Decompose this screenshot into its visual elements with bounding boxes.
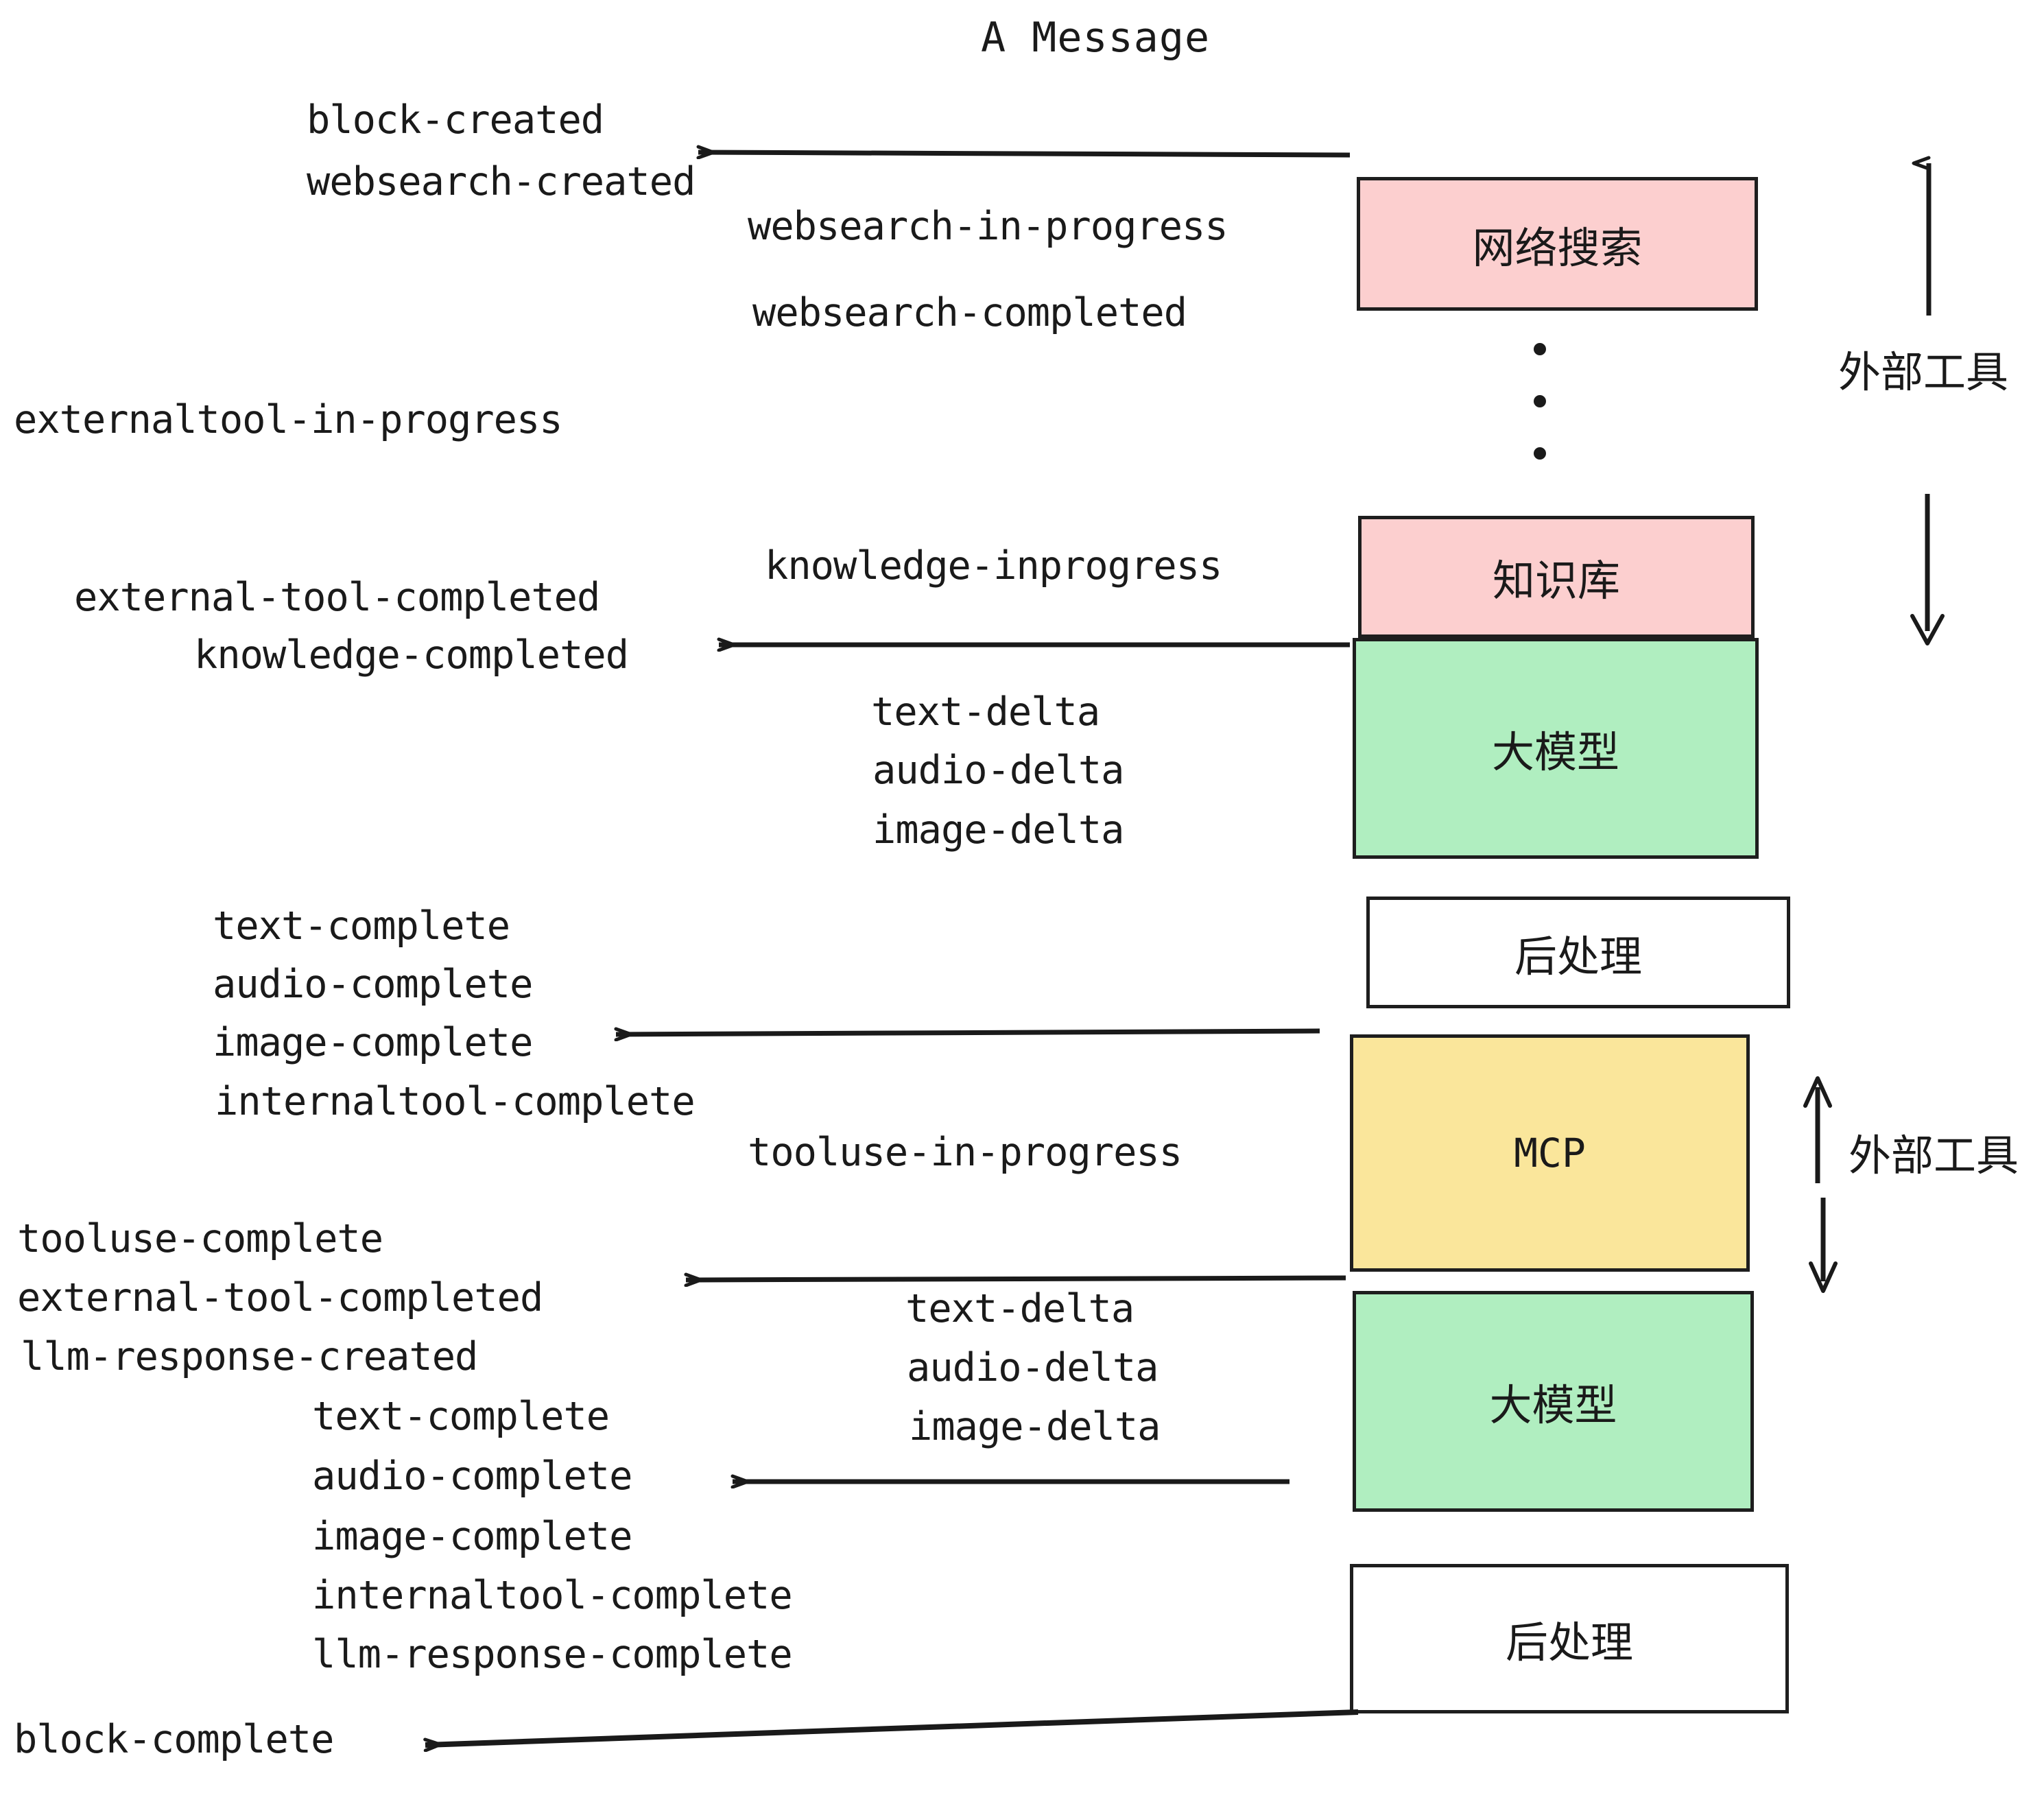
arrow-websearch-to-block-created (698, 152, 1351, 155)
arrowhead-external-tool-bottom-down (1809, 1261, 1838, 1293)
arrow-postprocess-2-to-block-complete (425, 1709, 1359, 1745)
event-text-complete-2: text-complete (312, 1394, 610, 1439)
arrow-mcp-to-tooluse-complete (686, 1278, 1346, 1280)
node-llm-1-label: 大模型 (1491, 727, 1619, 777)
event-llm-response-created: llm-response-created (21, 1334, 478, 1379)
node-postprocess-2[interactable]: 后处理 (1350, 1564, 1789, 1713)
arrow-postprocess-1-to-image-complete (616, 1031, 1320, 1034)
event-websearch-in-progress: websearch-in-progress (748, 204, 1228, 249)
event-internaltool-complete-1: internaltool-complete (215, 1079, 696, 1124)
annotation-external-tool-top: 外部工具 (1838, 347, 2009, 397)
node-mcp[interactable]: MCP (1350, 1034, 1750, 1272)
node-websearch-label: 网络搜索 (1472, 222, 1643, 273)
event-text-complete-1: text-complete (213, 903, 510, 949)
event-tooluse-in-progress: tooluse-in-progress (748, 1130, 1183, 1175)
event-audio-delta-2: audio-delta (907, 1345, 1158, 1390)
arrowhead-external-tool-bottom-up (1803, 1076, 1832, 1108)
event-audio-complete-1: audio-complete (213, 962, 533, 1007)
node-postprocess-2-label: 后处理 (1505, 1617, 1633, 1667)
event-external-tool-completed-1: external-tool-completed (74, 575, 600, 620)
event-image-complete-2: image-complete (312, 1514, 632, 1559)
event-audio-delta-1: audio-delta (872, 748, 1124, 793)
event-text-delta-2: text-delta (905, 1286, 1134, 1331)
event-external-tool-completed-2: external-tool-completed (17, 1275, 543, 1320)
node-mcp-label: MCP (1514, 1130, 1586, 1176)
node-knowledge[interactable]: 知识库 (1358, 516, 1755, 638)
event-externaltool-in-progress: externaltool-in-progress (14, 397, 563, 442)
node-websearch[interactable]: 网络搜索 (1357, 177, 1758, 311)
event-block-created: block-created (307, 97, 604, 143)
event-knowledge-completed: knowledge-completed (194, 632, 629, 678)
event-llm-response-complete: llm-response-complete (312, 1632, 793, 1677)
event-image-delta-2: image-delta (909, 1404, 1161, 1449)
dot-3 (1534, 447, 1546, 460)
event-text-delta-1: text-delta (871, 689, 1100, 735)
node-postprocess-1-label: 后处理 (1514, 931, 1642, 982)
dot-2 (1534, 395, 1546, 407)
event-audio-complete-2: audio-complete (312, 1453, 632, 1499)
node-llm-1[interactable]: 大模型 (1353, 638, 1759, 859)
annotation-external-tool-bottom: 外部工具 (1849, 1130, 2019, 1180)
arrowhead-external-tool-top-down (1910, 614, 1945, 645)
event-block-complete: block-complete (14, 1717, 334, 1762)
event-websearch-created: websearch-created (307, 159, 696, 204)
event-tooluse-complete: tooluse-complete (17, 1216, 383, 1261)
event-image-complete-1: image-complete (213, 1020, 533, 1065)
event-websearch-completed: websearch-completed (752, 290, 1187, 335)
event-knowledge-inprogress: knowledge-inprogress (765, 543, 1222, 589)
event-internaltool-complete-2: internaltool-complete (312, 1573, 793, 1618)
node-postprocess-1[interactable]: 后处理 (1366, 897, 1790, 1008)
node-llm-2-label: 大模型 (1489, 1380, 1617, 1430)
dot-1 (1534, 343, 1546, 355)
node-llm-2[interactable]: 大模型 (1353, 1291, 1754, 1512)
ellipsis-dots (1533, 343, 1547, 460)
event-image-delta-1: image-delta (872, 807, 1124, 853)
page-title: A Message (981, 14, 1211, 62)
node-knowledge-label: 知识库 (1492, 556, 1620, 606)
